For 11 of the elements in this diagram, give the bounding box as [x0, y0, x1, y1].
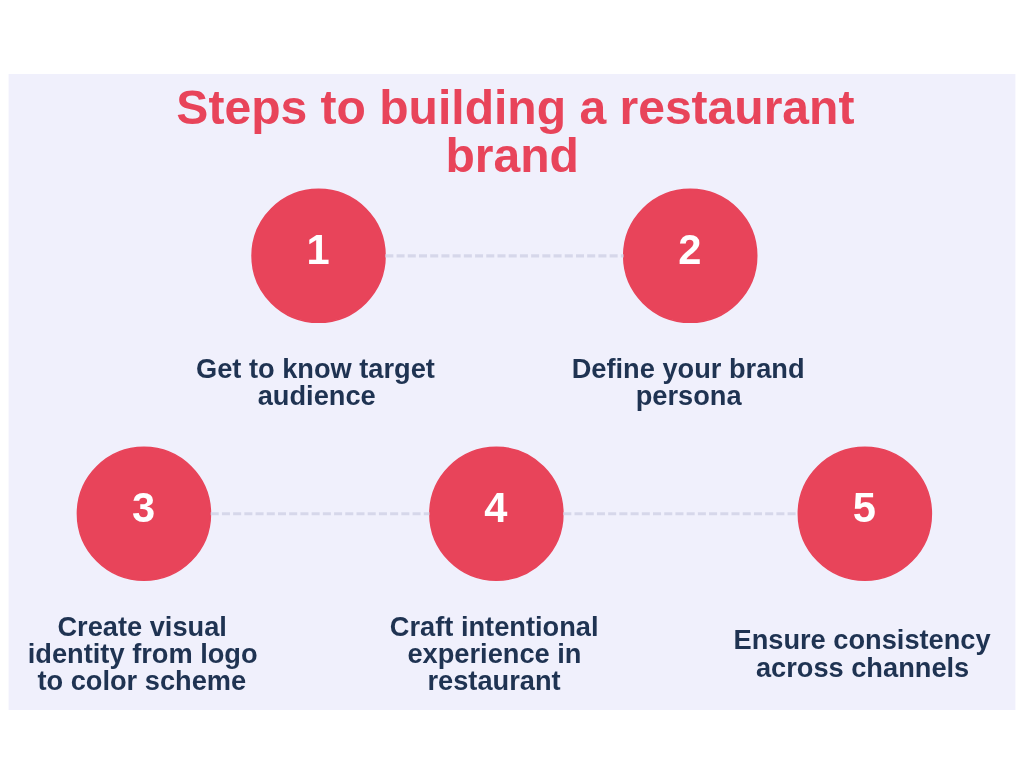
- node-label: Craft intentional experience in restaurant: [389, 610, 599, 697]
- node-label: Ensure consistency across channels: [733, 624, 991, 683]
- node-label: Create visual identity from logo to color scheme: [27, 610, 258, 697]
- diagram-title: Steps to building a restaurant brand: [176, 79, 855, 182]
- node-label: Define your brand persona: [571, 352, 805, 411]
- node-circle: 3: [76, 446, 212, 582]
- node-circle: 4: [429, 446, 564, 582]
- node-circle: 5: [797, 446, 933, 582]
- node-circle: 2: [622, 188, 758, 324]
- node-circle: 1: [251, 188, 386, 324]
- node-label: Get to know target audience: [196, 352, 435, 411]
